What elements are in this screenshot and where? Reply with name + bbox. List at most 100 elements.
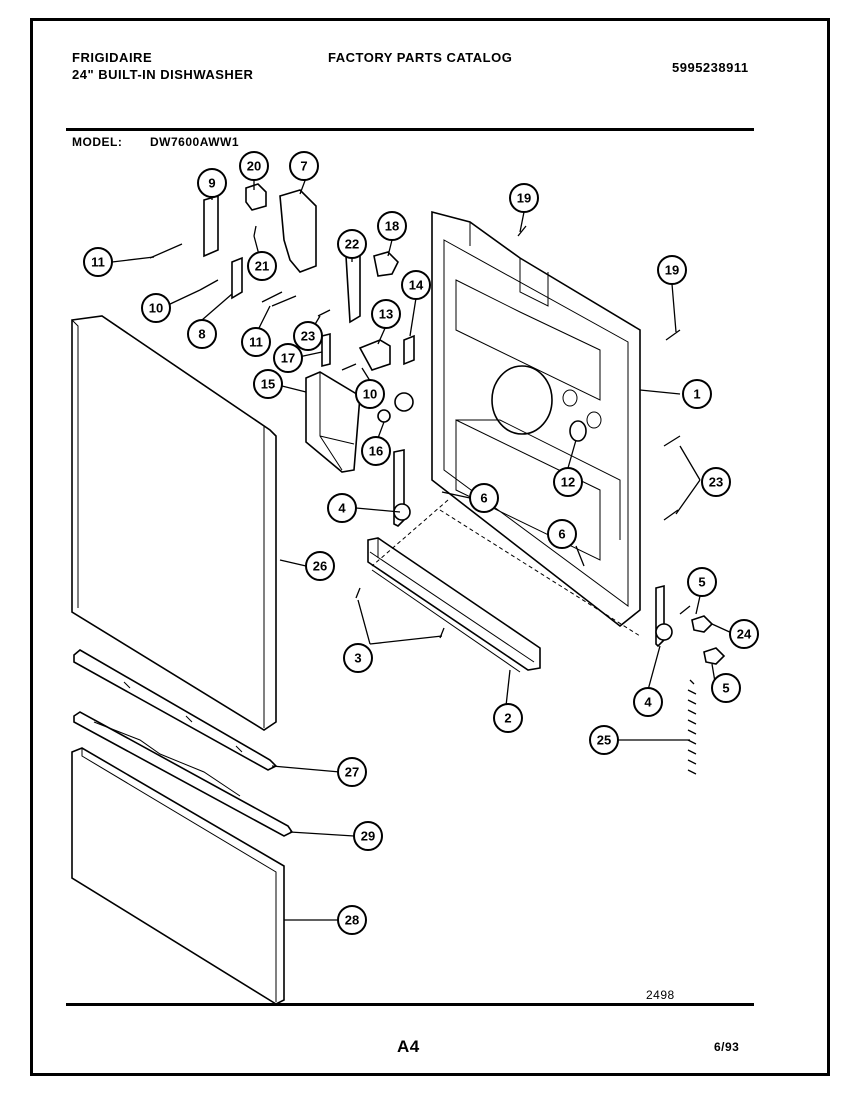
callout-28: 28 bbox=[337, 905, 367, 935]
callout-19-top: 19 bbox=[509, 183, 539, 213]
revision-date: 6/93 bbox=[714, 1040, 740, 1054]
header-rule bbox=[66, 128, 754, 131]
outer-door-panel bbox=[71, 315, 277, 731]
page-frame bbox=[30, 18, 830, 1076]
callout-23-right: 23 bbox=[701, 467, 731, 497]
callout-13: 13 bbox=[371, 299, 401, 329]
catalog-number: 5995238911 bbox=[672, 60, 749, 75]
svg-text:4: 4 bbox=[338, 501, 346, 516]
callout-16: 16 bbox=[361, 436, 391, 466]
svg-text:7: 7 bbox=[300, 159, 307, 174]
drawing-number: 2498 bbox=[646, 988, 675, 1002]
callout-4-right: 4 bbox=[633, 687, 663, 717]
rinse-cap bbox=[394, 392, 414, 412]
grommet bbox=[569, 420, 587, 442]
lever-13 bbox=[358, 339, 391, 371]
svg-text:24: 24 bbox=[737, 627, 752, 642]
svg-text:19: 19 bbox=[665, 263, 679, 278]
callout-22: 22 bbox=[337, 229, 367, 259]
svg-text:11: 11 bbox=[91, 255, 105, 270]
callout-8: 8 bbox=[187, 319, 217, 349]
callout-12: 12 bbox=[553, 467, 583, 497]
callout-27: 27 bbox=[337, 757, 367, 787]
svg-text:12: 12 bbox=[561, 475, 575, 490]
callout-24: 24 bbox=[729, 619, 759, 649]
callout-5-bottom: 5 bbox=[711, 673, 741, 703]
svg-text:10: 10 bbox=[363, 387, 377, 402]
callout-4-left: 4 bbox=[327, 493, 357, 523]
bracket-22 bbox=[345, 248, 361, 324]
seal-16 bbox=[377, 409, 391, 423]
svg-text:21: 21 bbox=[255, 259, 269, 274]
svg-text:13: 13 bbox=[379, 307, 393, 322]
model-label: MODEL: bbox=[72, 135, 123, 149]
svg-text:5: 5 bbox=[698, 575, 705, 590]
svg-text:6: 6 bbox=[558, 527, 565, 542]
svg-text:6: 6 bbox=[480, 491, 487, 506]
svg-text:3: 3 bbox=[354, 651, 361, 666]
svg-text:10: 10 bbox=[149, 301, 163, 316]
hinge-plate-9 bbox=[203, 194, 219, 258]
pin-17 bbox=[321, 332, 331, 368]
callout-14: 14 bbox=[401, 270, 431, 300]
svg-text:27: 27 bbox=[345, 765, 359, 780]
bracket-8 bbox=[231, 256, 243, 300]
svg-text:18: 18 bbox=[385, 219, 399, 234]
callout-18: 18 bbox=[377, 211, 407, 241]
callout-19-right: 19 bbox=[657, 255, 687, 285]
svg-text:17: 17 bbox=[281, 351, 295, 366]
callout-6-right: 6 bbox=[547, 519, 577, 549]
callout-21: 21 bbox=[247, 251, 277, 281]
svg-text:28: 28 bbox=[345, 913, 359, 928]
hinge-pivot-right bbox=[655, 623, 673, 641]
svg-text:14: 14 bbox=[409, 278, 424, 293]
model-number: DW7600AWW1 bbox=[150, 135, 240, 149]
callout-1: 1 bbox=[682, 379, 712, 409]
callout-9: 9 bbox=[197, 168, 227, 198]
callout-15: 15 bbox=[253, 369, 283, 399]
detergent-dispenser bbox=[305, 371, 361, 473]
callout-6-left: 6 bbox=[469, 483, 499, 513]
inner-door-liner bbox=[431, 210, 641, 628]
callout-17: 17 bbox=[273, 343, 303, 373]
door-spring bbox=[687, 679, 697, 775]
bracket-7 bbox=[279, 189, 317, 273]
svg-text:19: 19 bbox=[517, 191, 531, 206]
callout-11-center: 11 bbox=[241, 327, 271, 357]
catalog-title: FACTORY PARTS CATALOG bbox=[328, 50, 513, 65]
svg-text:26: 26 bbox=[313, 559, 327, 574]
switch-20 bbox=[245, 183, 267, 211]
callout-26: 26 bbox=[305, 551, 335, 581]
svg-text:4: 4 bbox=[644, 695, 652, 710]
svg-text:20: 20 bbox=[247, 159, 261, 174]
svg-text:9: 9 bbox=[208, 176, 215, 191]
callout-23-left: 23 bbox=[293, 321, 323, 351]
clip-24 bbox=[691, 615, 714, 633]
svg-text:23: 23 bbox=[301, 329, 315, 344]
svg-text:22: 22 bbox=[345, 237, 359, 252]
callout-7: 7 bbox=[289, 151, 319, 181]
svg-text:16: 16 bbox=[369, 444, 383, 459]
svg-text:23: 23 bbox=[709, 475, 723, 490]
spring-14 bbox=[403, 334, 415, 366]
brand-name: FRIGIDAIRE bbox=[72, 50, 153, 65]
toe-kick-panel bbox=[71, 747, 285, 1005]
svg-text:1: 1 bbox=[693, 387, 700, 402]
callout-3: 3 bbox=[343, 643, 373, 673]
callout-5-top: 5 bbox=[687, 567, 717, 597]
footer-rule bbox=[66, 1003, 754, 1006]
callout-10-left: 10 bbox=[141, 293, 171, 323]
callout-25: 25 bbox=[589, 725, 619, 755]
callout-2: 2 bbox=[493, 703, 523, 733]
svg-text:2: 2 bbox=[504, 711, 511, 726]
svg-text:15: 15 bbox=[261, 377, 275, 392]
callout-11-left: 11 bbox=[83, 247, 113, 277]
assembly-line bbox=[371, 499, 641, 637]
actuator-18 bbox=[373, 251, 399, 277]
vent-channel bbox=[367, 537, 541, 673]
page-number: A4 bbox=[397, 1037, 420, 1056]
svg-text:29: 29 bbox=[361, 829, 375, 844]
svg-text:11: 11 bbox=[249, 335, 263, 350]
callout-29: 29 bbox=[353, 821, 383, 851]
